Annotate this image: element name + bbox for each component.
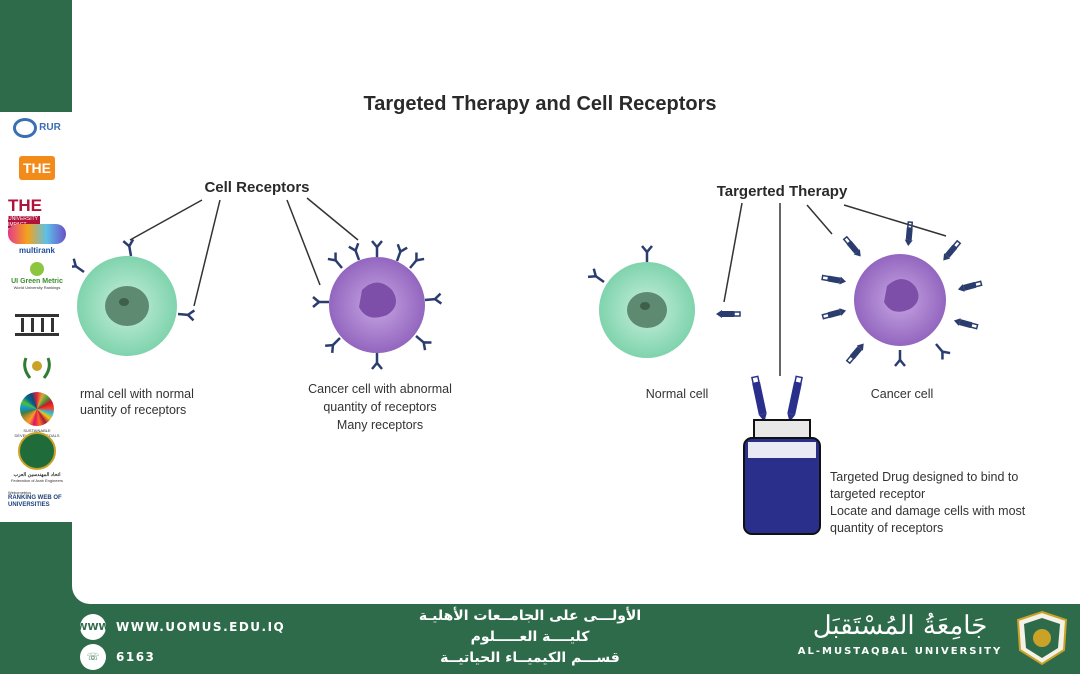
therapy-cancer-cell xyxy=(820,221,983,368)
svg-text:uantity of receptors: uantity of receptors xyxy=(80,403,186,417)
drug-caption: Targeted Drug designed to bind to target… xyxy=(830,470,1026,535)
svg-text:Targeted Drug designed to bind: Targeted Drug designed to bind to xyxy=(830,470,1018,484)
arab-engineers-emblem-icon xyxy=(18,432,56,470)
drug-vial xyxy=(743,375,821,535)
svg-text:targeted receptor: targeted receptor xyxy=(830,487,925,501)
therapy-normal-cell xyxy=(586,244,741,358)
columns-building-icon xyxy=(15,314,59,336)
sdg-wheel-icon xyxy=(20,392,54,426)
phone-contact: ☏ 6163 xyxy=(80,644,155,670)
phone-number: 6163 xyxy=(116,650,156,664)
multirank-bubbles-icon xyxy=(8,224,66,244)
university-seal-icon xyxy=(1016,610,1068,666)
therapy-pointer-lines xyxy=(723,202,947,376)
website-contact: WWW WWW.UOMUS.EDU.IQ xyxy=(76,614,286,640)
logo-the: THE xyxy=(8,156,66,180)
sidebar-bottom-band xyxy=(0,522,72,612)
cell-receptors-pointer-lines xyxy=(129,197,359,307)
logo-arab-rankings xyxy=(8,350,66,386)
targeted-therapy-diagram: Targeted Therapy and Cell Receptors Cell… xyxy=(72,93,1026,535)
greenmetric-globe-icon xyxy=(30,262,44,276)
logo-institution xyxy=(8,310,66,340)
laurel-wreath-icon xyxy=(23,357,51,379)
therapy-normal-cell-caption: Normal cell xyxy=(646,387,709,401)
normal-cell xyxy=(72,238,196,356)
faculty-arabic-text: الأولـــى على الجامــعات الأهليـة كليـــ… xyxy=(418,608,642,666)
svg-text:Locate and damage cells with m: Locate and damage cells with most xyxy=(830,504,1026,518)
therapy-cancer-cell-caption: Cancer cell xyxy=(871,387,934,401)
logo-arab-engineers: اتحاد المهندسين العرب Federation of Arab… xyxy=(8,432,66,483)
cancer-cell-receptors xyxy=(311,239,443,371)
logo-rur: RUR xyxy=(8,118,66,138)
logo-multirank: multirank xyxy=(8,224,66,255)
slide-title: Targeted Therapy and Cell Receptors xyxy=(363,93,716,115)
rur-eye-icon xyxy=(13,118,38,138)
targeted-therapy-heading: Targerted Therapy xyxy=(717,183,848,200)
svg-text:quantity of receptors: quantity of receptors xyxy=(323,400,436,414)
svg-text:Many receptors: Many receptors xyxy=(337,418,423,432)
svg-text:rmal cell with normal: rmal cell with normal xyxy=(80,387,194,401)
phone-icon: ☏ xyxy=(80,644,106,670)
svg-text:quantity of receptors: quantity of receptors xyxy=(830,521,943,535)
globe-icon: WWW xyxy=(76,614,110,640)
normal-cell-caption: rmal cell with normal uantity of recepto… xyxy=(80,387,194,417)
ranking-logos-strip: RUR THE THE UNIVERSITY IMPACT RANKINGS m… xyxy=(0,112,72,522)
footer-bar: WWW WWW.UOMUS.EDU.IQ ☏ 6163 xyxy=(0,604,1080,674)
website-link[interactable]: WWW.UOMUS.EDU.IQ xyxy=(116,620,286,634)
sidebar-top-band xyxy=(0,0,72,112)
svg-text:Cancer cell with abnormal: Cancer cell with abnormal xyxy=(308,382,452,396)
cancer-cell-caption: Cancer cell with abnormal quantity of re… xyxy=(308,382,452,432)
logo-webometrics: Webometrics RANKING WEB OF UNIVERSITIES xyxy=(8,490,62,508)
university-logo-text: جَامِعَةُ المُسْتَقبَل AL-MUSTAQBAL UNIV… xyxy=(797,611,1003,657)
cell-receptors-heading: Cell Receptors xyxy=(204,179,309,196)
logo-greenmetric: UI Green Metric World University Ranking… xyxy=(8,262,66,290)
